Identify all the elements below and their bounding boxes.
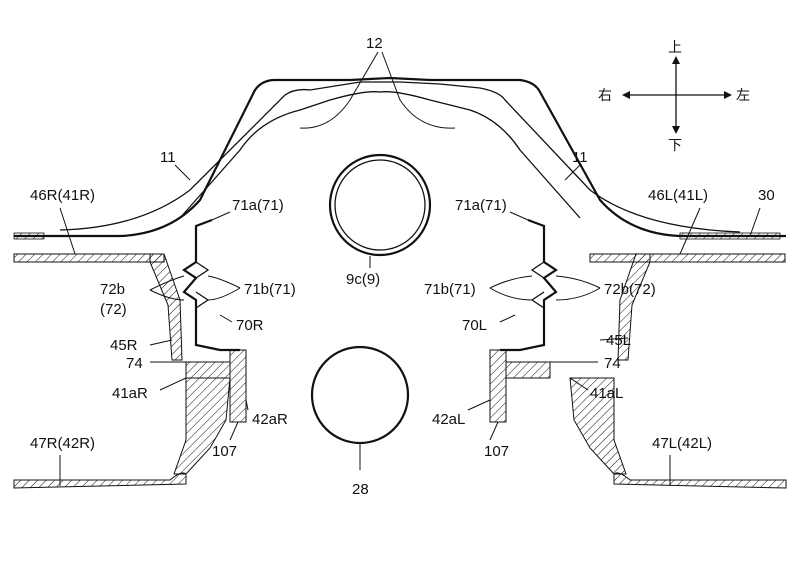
lower-members [173,377,627,475]
bracket-71-right [500,218,558,352]
label-12: 12 [366,35,383,52]
label-71a-right: 71a(71) [455,197,507,214]
dir-left-label: 左 [736,88,750,104]
pipe-28 [310,345,410,445]
label-41aL: 41aL [590,385,623,402]
label-42aL: 42aL [432,411,465,428]
dir-down-label: 下 [668,138,682,154]
dir-right-label: 右 [598,88,612,104]
leader-lines [59,51,761,486]
label-74-right: 74 [604,355,621,372]
side-walls [149,253,651,361]
direction-indicator: 上 下 右 左 [598,40,750,154]
dir-up-label: 上 [668,40,682,56]
label-45R: 45R [110,337,138,354]
label-9c: 9c(9) [346,271,380,288]
mount-blocks [185,349,551,423]
label-72-left: (72) [100,301,127,318]
label-30: 30 [758,187,775,204]
cross-members-upper [13,253,786,263]
part-labels: 12 11 11 46R(41R) 46L(41L) 30 71a(71) 71… [30,35,775,498]
label-45L: 45L [606,332,631,349]
label-11-left: 11 [160,149,176,166]
label-72b-right: 72b(72) [604,281,656,298]
label-107-right: 107 [484,443,509,460]
label-107-left: 107 [212,443,237,460]
label-41aR: 41aR [112,385,148,402]
label-70R: 70R [236,317,264,334]
label-28: 28 [352,481,369,498]
label-72b-left: 72b [100,281,125,298]
label-71a-left: 71a(71) [232,197,284,214]
label-71b-right: 71b(71) [424,281,476,298]
label-74-left: 74 [126,355,143,372]
label-11-right: 11 [572,149,588,166]
label-46L: 46L(41L) [648,187,708,204]
pipe-9c [328,153,432,257]
label-71b-left: 71b(71) [244,281,296,298]
label-47R: 47R(42R) [30,435,95,452]
label-46R: 46R(41R) [30,187,95,204]
label-47L: 47L(42L) [652,435,712,452]
label-42aR: 42aR [252,411,288,428]
label-70L: 70L [462,317,487,334]
floor-members [13,472,787,489]
bracket-71-left [182,218,240,352]
floor-tunnel-panels [13,76,786,240]
